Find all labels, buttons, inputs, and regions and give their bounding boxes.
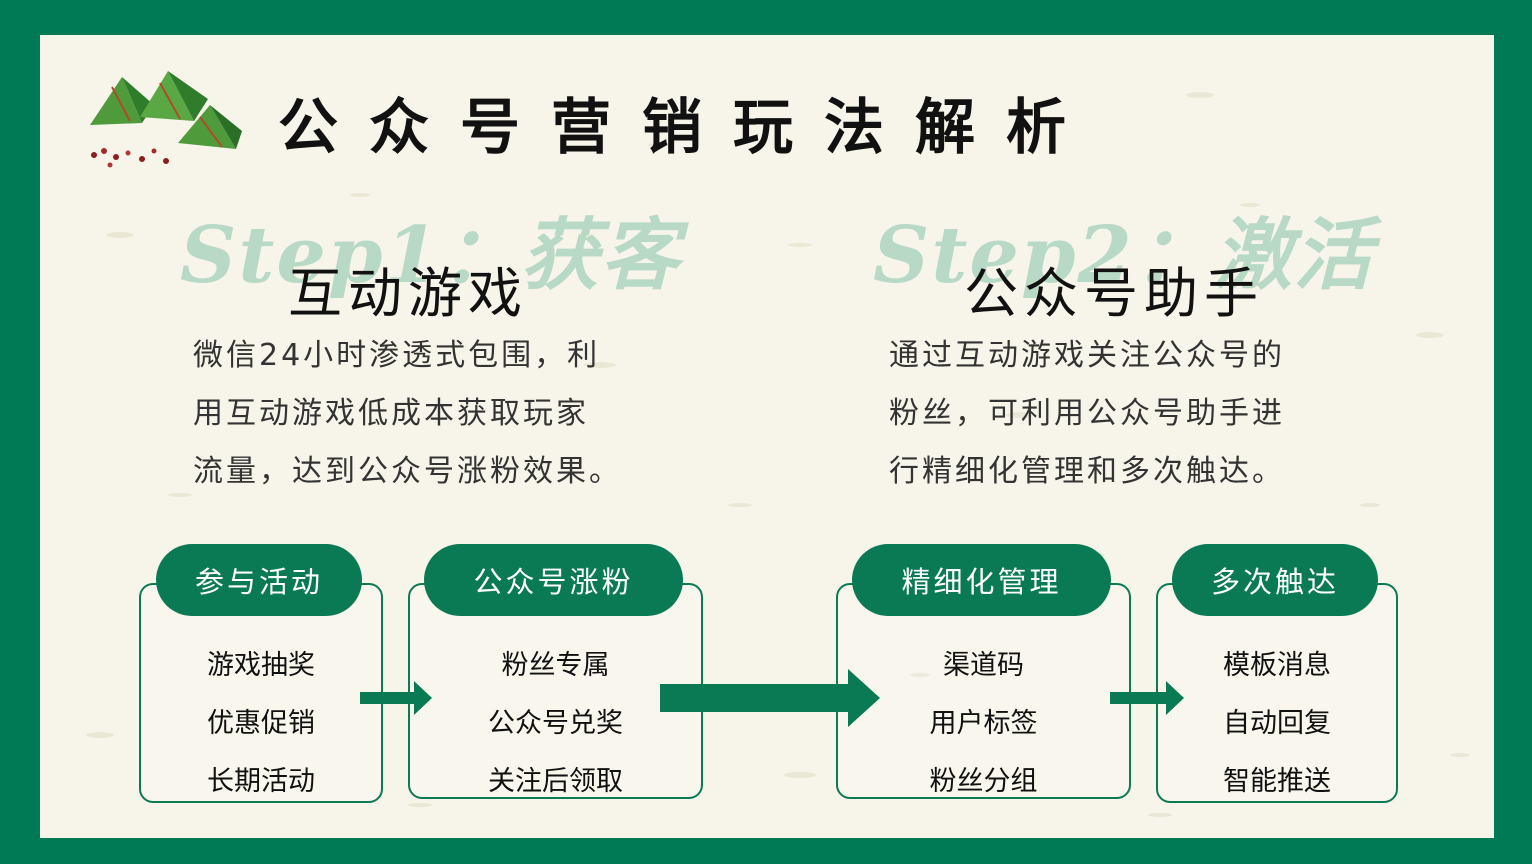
card-label-participate: 参与活动 <box>156 544 362 616</box>
slide: 公众号营销玩法解析 Step1：获客 互动游戏 微信24小时渗透式包围，利 用互… <box>40 35 1494 838</box>
card-label-multi-reach: 多次触达 <box>1172 544 1378 616</box>
arrow-right-icon <box>360 681 432 715</box>
card-fine-management: 渠道码 用户标签 粉丝分组 <box>836 583 1131 799</box>
card-item-list: 模板消息 自动回复 智能推送 <box>1158 637 1396 811</box>
list-item: 智能推送 <box>1223 766 1331 797</box>
list-item: 优惠促销 <box>207 708 315 739</box>
list-item: 用户标签 <box>929 708 1038 739</box>
step1-desc-line: 用互动游戏低成本获取玩家 <box>193 396 589 431</box>
step2-description: 通过互动游戏关注公众号的 粉丝，可利用公众号助手进 行精细化管理和多次触达。 <box>889 327 1359 501</box>
list-item: 关注后领取 <box>488 766 623 797</box>
arrow-right-icon <box>1110 681 1184 715</box>
list-item: 渠道码 <box>943 650 1024 681</box>
list-item: 游戏抽奖 <box>207 650 315 681</box>
list-item: 长期活动 <box>207 766 315 797</box>
step2-heading: 公众号助手 <box>964 262 1264 325</box>
step1-desc-line: 流量，达到公众号涨粉效果。 <box>193 454 622 489</box>
step1-description: 微信24小时渗透式包围，利 用互动游戏低成本获取玩家 流量，达到公众号涨粉效果。 <box>193 327 663 501</box>
card-multi-reach: 模板消息 自动回复 智能推送 <box>1156 583 1398 803</box>
list-item: 粉丝专属 <box>501 650 610 681</box>
list-item: 公众号兑奖 <box>488 708 623 739</box>
list-item: 自动回复 <box>1223 708 1331 739</box>
step1-desc-line: 微信24小时渗透式包围，利 <box>193 338 601 373</box>
step1-heading: 互动游戏 <box>288 262 528 325</box>
arrow-right-icon <box>660 669 880 727</box>
card-follow-growth: 粉丝专属 公众号兑奖 关注后领取 <box>408 583 703 799</box>
zongzi-decoration-icon <box>90 71 242 168</box>
step2-desc-line: 粉丝，可利用公众号助手进 <box>889 396 1285 431</box>
card-item-list: 游戏抽奖 优惠促销 长期活动 <box>141 637 381 811</box>
step2-watermark: Step2：激活 <box>873 210 1374 301</box>
card-item-list: 粉丝专属 公众号兑奖 关注后领取 <box>410 637 701 811</box>
card-participate: 游戏抽奖 优惠促销 长期活动 <box>139 583 383 803</box>
step2-desc-line: 行精细化管理和多次触达。 <box>889 454 1285 489</box>
page-title: 公众号营销玩法解析 <box>278 93 1097 163</box>
step2-desc-line: 通过互动游戏关注公众号的 <box>889 338 1285 373</box>
card-item-list: 渠道码 用户标签 粉丝分组 <box>838 637 1129 811</box>
card-label-fine-management: 精细化管理 <box>852 544 1111 616</box>
card-label-follow-growth: 公众号涨粉 <box>424 544 683 616</box>
step1-watermark: Step1：获客 <box>180 210 681 301</box>
list-item: 粉丝分组 <box>929 766 1038 797</box>
list-item: 模板消息 <box>1223 650 1331 681</box>
